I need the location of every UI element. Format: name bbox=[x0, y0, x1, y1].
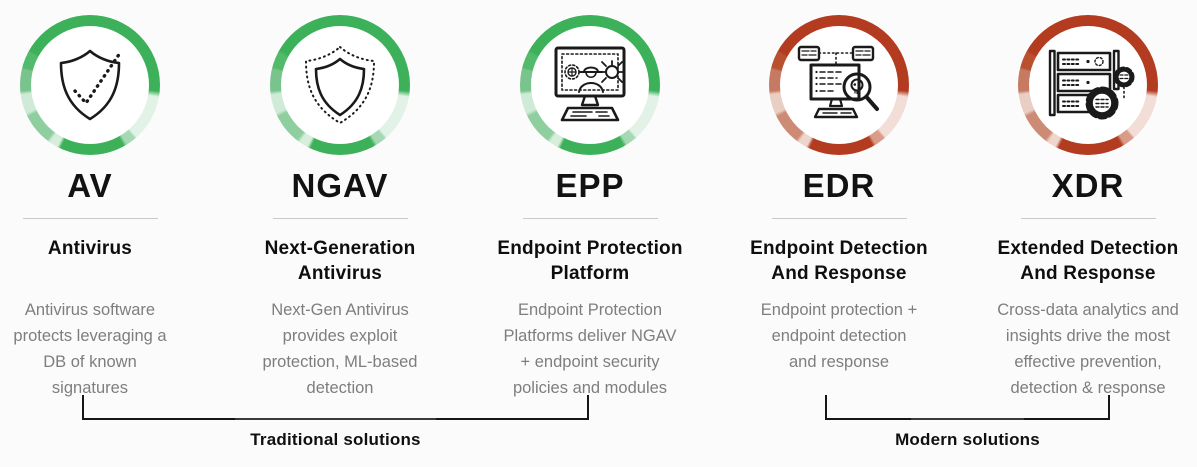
progress-ring-green bbox=[520, 15, 660, 155]
solution-column-ngav: NGAV Next-Generation Antivirus Next-Gen … bbox=[210, 0, 470, 467]
divider-line bbox=[1020, 218, 1156, 219]
acronym-title: XDR bbox=[1051, 167, 1125, 204]
solution-column-av: AV Antivirus Antivirus software protects… bbox=[0, 0, 220, 467]
divider-line bbox=[522, 218, 658, 219]
acronym-title: EDR bbox=[802, 167, 876, 204]
solution-description: Endpoint Protection Platforms deliver NG… bbox=[503, 301, 677, 397]
monitor-threats-icon bbox=[554, 46, 626, 122]
acronym-title: NGAV bbox=[291, 167, 389, 204]
solution-name: Next-Generation Antivirus bbox=[264, 238, 416, 284]
solution-column-epp: EPP Endpoint Protection Platform Endpoin… bbox=[460, 0, 720, 467]
double-shield-icon bbox=[305, 46, 375, 124]
solution-name: Endpoint Detection And Response bbox=[750, 238, 928, 284]
server-gears-icon bbox=[1048, 49, 1135, 120]
divider-line bbox=[22, 218, 158, 219]
solution-column-xdr: XDR Extended Detection And Response Cros… bbox=[958, 0, 1197, 467]
solution-description: Endpoint protection + endpoint detection… bbox=[760, 301, 918, 371]
acronym-title: EPP bbox=[555, 167, 625, 204]
traditional-group-bracket bbox=[82, 395, 589, 420]
solution-name: Antivirus bbox=[47, 238, 133, 259]
solution-description: Next-Gen Antivirus provides exploit prot… bbox=[262, 301, 418, 397]
modern-group-bracket bbox=[825, 395, 1110, 420]
divider-line bbox=[272, 218, 408, 219]
threat-hunting-icon bbox=[797, 45, 879, 119]
solution-description: Cross-data analytics and insights drive … bbox=[997, 301, 1179, 397]
solution-name: Endpoint Protection Platform bbox=[497, 238, 683, 284]
divider-line bbox=[771, 218, 907, 219]
traditional-group-label: Traditional solutions bbox=[250, 430, 421, 449]
progress-ring-green bbox=[270, 15, 410, 155]
acronym-title: AV bbox=[67, 167, 113, 204]
progress-ring-red bbox=[769, 15, 909, 155]
progress-ring-red bbox=[1018, 15, 1158, 155]
solution-column-edr: EDR Endpoint Detection And Response Endp… bbox=[709, 0, 969, 467]
solution-name: Extended Detection And Response bbox=[997, 238, 1179, 284]
modern-group-label: Modern solutions bbox=[895, 430, 1040, 449]
solution-description: Antivirus software protects leveraging a… bbox=[13, 301, 167, 397]
progress-ring-green bbox=[20, 15, 160, 155]
shield-check-icon bbox=[59, 49, 122, 121]
